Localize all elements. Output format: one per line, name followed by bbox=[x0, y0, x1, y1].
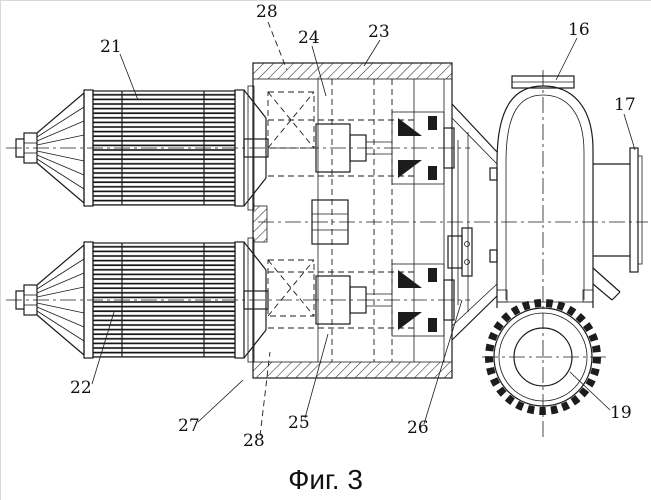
ref-label-28-bottom: 28 bbox=[243, 431, 265, 451]
ref-label-21: 21 bbox=[100, 37, 122, 57]
ref-label-23: 23 bbox=[368, 22, 390, 42]
ref-label-17: 17 bbox=[614, 95, 636, 115]
ref-label-27: 27 bbox=[178, 416, 200, 436]
discharge-flange bbox=[485, 299, 601, 415]
ref-label-19: 19 bbox=[610, 403, 632, 423]
ref-label-22: 22 bbox=[70, 378, 92, 398]
ref-label-24: 24 bbox=[298, 28, 320, 48]
ref-label-28-top: 28 bbox=[256, 2, 278, 22]
coupling-section bbox=[447, 103, 498, 341]
gearbox-housing bbox=[252, 62, 455, 379]
leader-lines bbox=[91, 21, 636, 437]
figure-caption: Фиг. 3 bbox=[288, 464, 363, 495]
ref-label-25: 25 bbox=[288, 413, 310, 433]
reference-numerals: 21 28 24 23 16 17 22 27 28 25 26 19 bbox=[70, 2, 636, 451]
centerlines bbox=[6, 70, 648, 438]
ref-label-16: 16 bbox=[568, 20, 590, 40]
pump-casing bbox=[489, 75, 643, 308]
ref-label-26: 26 bbox=[407, 418, 429, 438]
